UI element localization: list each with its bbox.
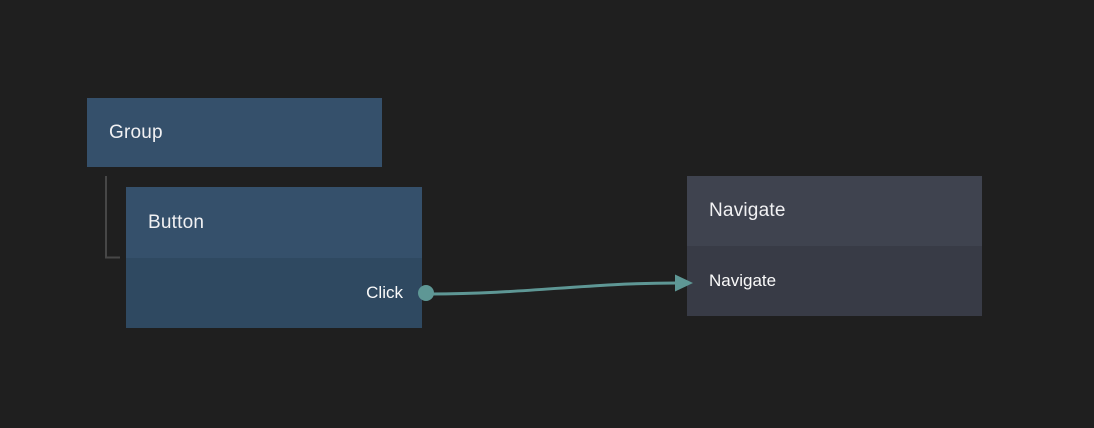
node-navigate-action-row[interactable]: Navigate [687, 246, 982, 316]
port-click-label: Click [366, 283, 403, 302]
node-group-title: Group [109, 121, 163, 143]
node-navigate[interactable]: Navigate Navigate [687, 176, 982, 316]
node-button-body: Click [126, 258, 434, 328]
connection-wire[interactable] [429, 281, 678, 296]
tree-connector-line [105, 176, 120, 259]
node-button-title: Button [148, 211, 205, 233]
node-navigate-title: Navigate [709, 200, 786, 221]
node-group-header[interactable]: Group [87, 98, 382, 167]
node-navigate-header[interactable]: Navigate [687, 176, 982, 246]
node-button-header[interactable]: Button [126, 187, 422, 258]
node-group[interactable]: Group [87, 98, 382, 167]
output-port-click[interactable] [418, 285, 434, 301]
node-navigate-action-label: Navigate [709, 271, 777, 290]
node-button[interactable]: Button Click [126, 187, 434, 328]
port-row-click: Click [126, 258, 434, 328]
